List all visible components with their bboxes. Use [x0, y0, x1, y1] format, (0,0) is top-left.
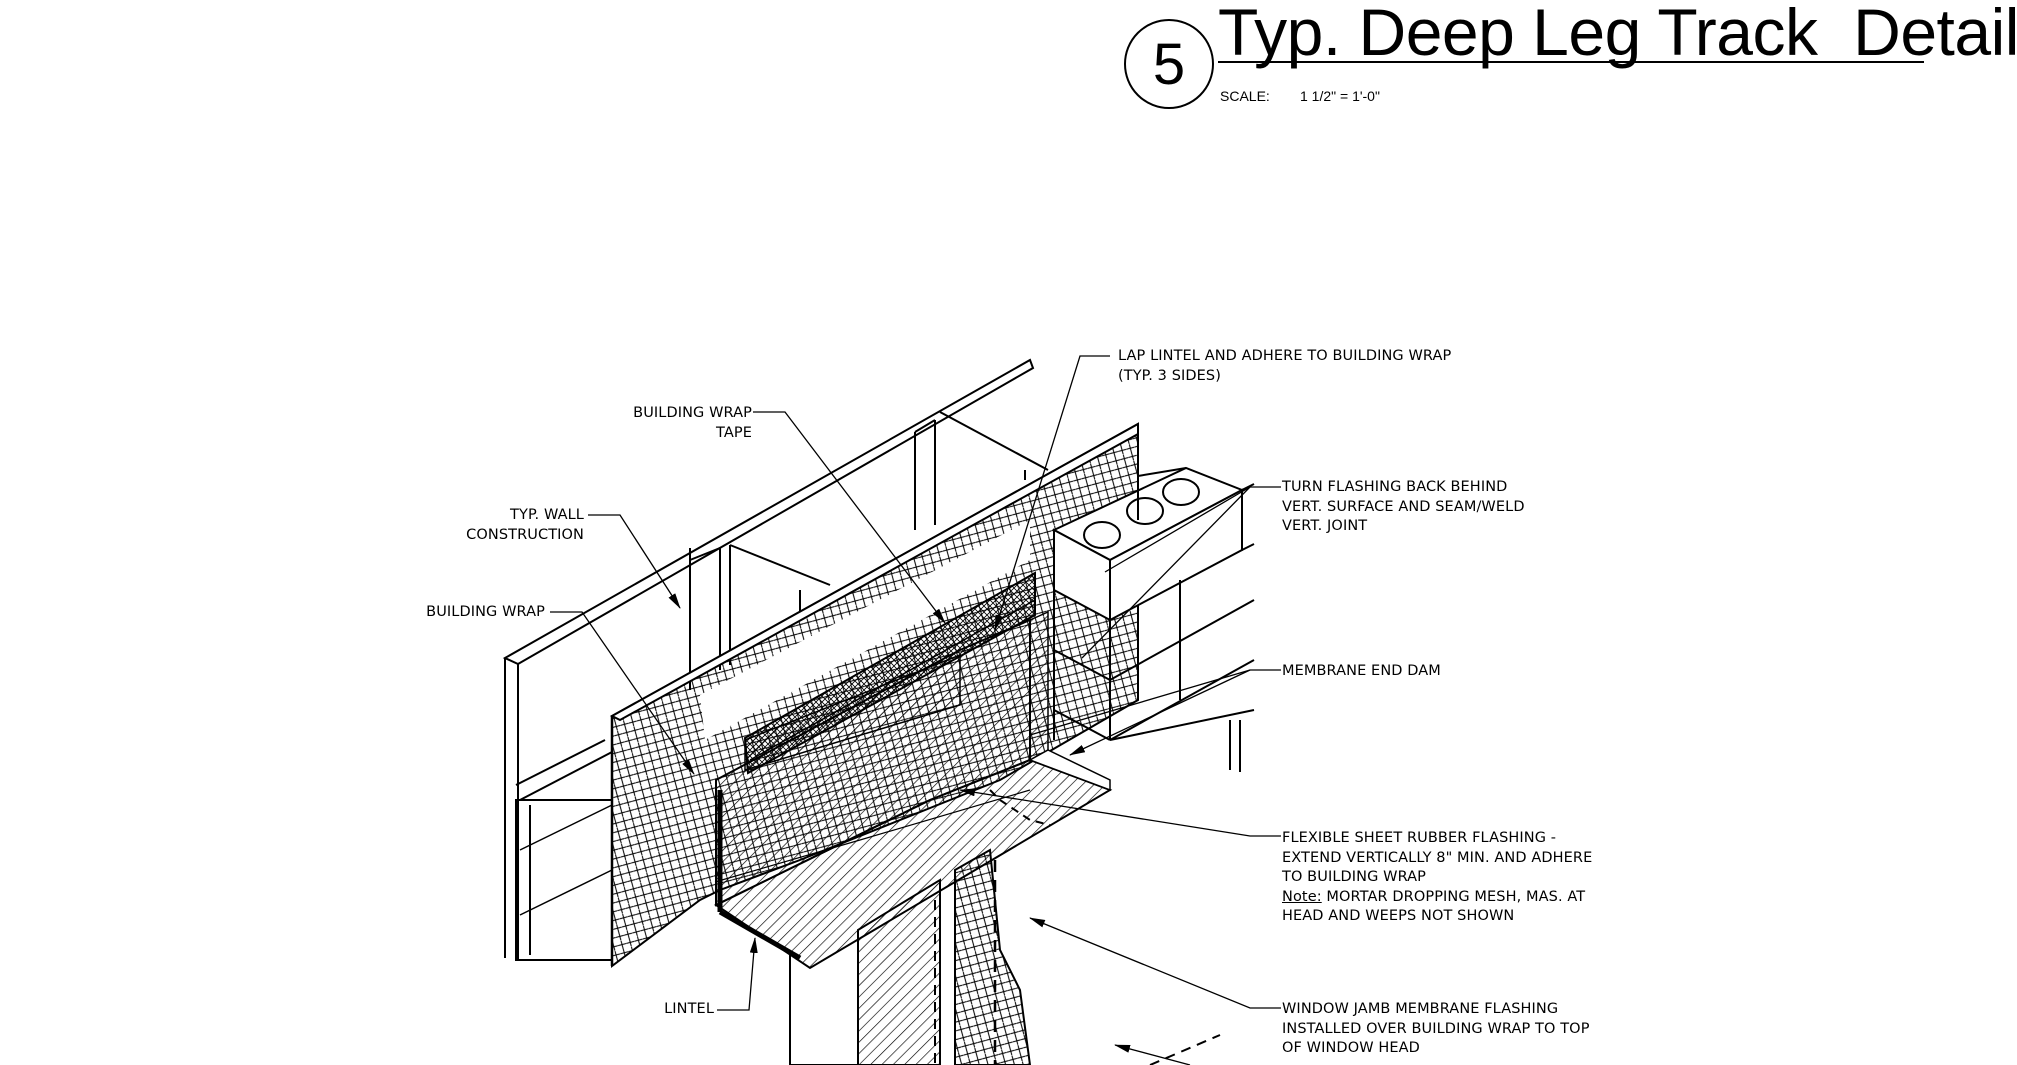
callout-flexible-flashing: FLEXIBLE SHEET RUBBER FLASHING - EXTEND …: [1282, 830, 1593, 924]
note-label: Note:: [1282, 888, 1322, 905]
callout-window-jamb: WINDOW JAMB MEMBRANE FLASHING INSTALLED …: [1282, 1001, 1590, 1056]
callout-lap-lintel: LAP LINTEL AND ADHERE TO BUILDING WRAP (…: [1118, 348, 1452, 384]
callout-turn-flashing: TURN FLASHING BACK BEHIND VERT. SURFACE …: [1282, 479, 1525, 534]
leader-lines: [550, 355, 1281, 1065]
scale-value: 1 1/2" = 1'-0": [1300, 88, 1380, 104]
callout-typ-wall: TYP. WALL CONSTRUCTION: [466, 507, 584, 543]
masonry-block-wall: [1051, 466, 1255, 772]
callout-lintel: LINTEL: [664, 1001, 714, 1017]
window-jamb: [789, 848, 1221, 1065]
callout-building-wrap-tape: BUILDING WRAP TAPE: [633, 405, 752, 441]
title-underline: [1218, 61, 1924, 63]
wall-construction: [502, 358, 1049, 961]
scale-label: SCALE:: [1220, 88, 1270, 104]
detail-number-bubble: 5: [1124, 19, 1214, 109]
drawing-title: Typ. Deep Leg Track Detail: [1218, 0, 2017, 69]
callout-membrane-end-dam: MEMBRANE END DAM: [1282, 663, 1441, 679]
building-wrap-tape: [743, 571, 1036, 775]
callout-building-wrap: BUILDING WRAP: [426, 604, 545, 620]
detail-number: 5: [1152, 31, 1186, 97]
